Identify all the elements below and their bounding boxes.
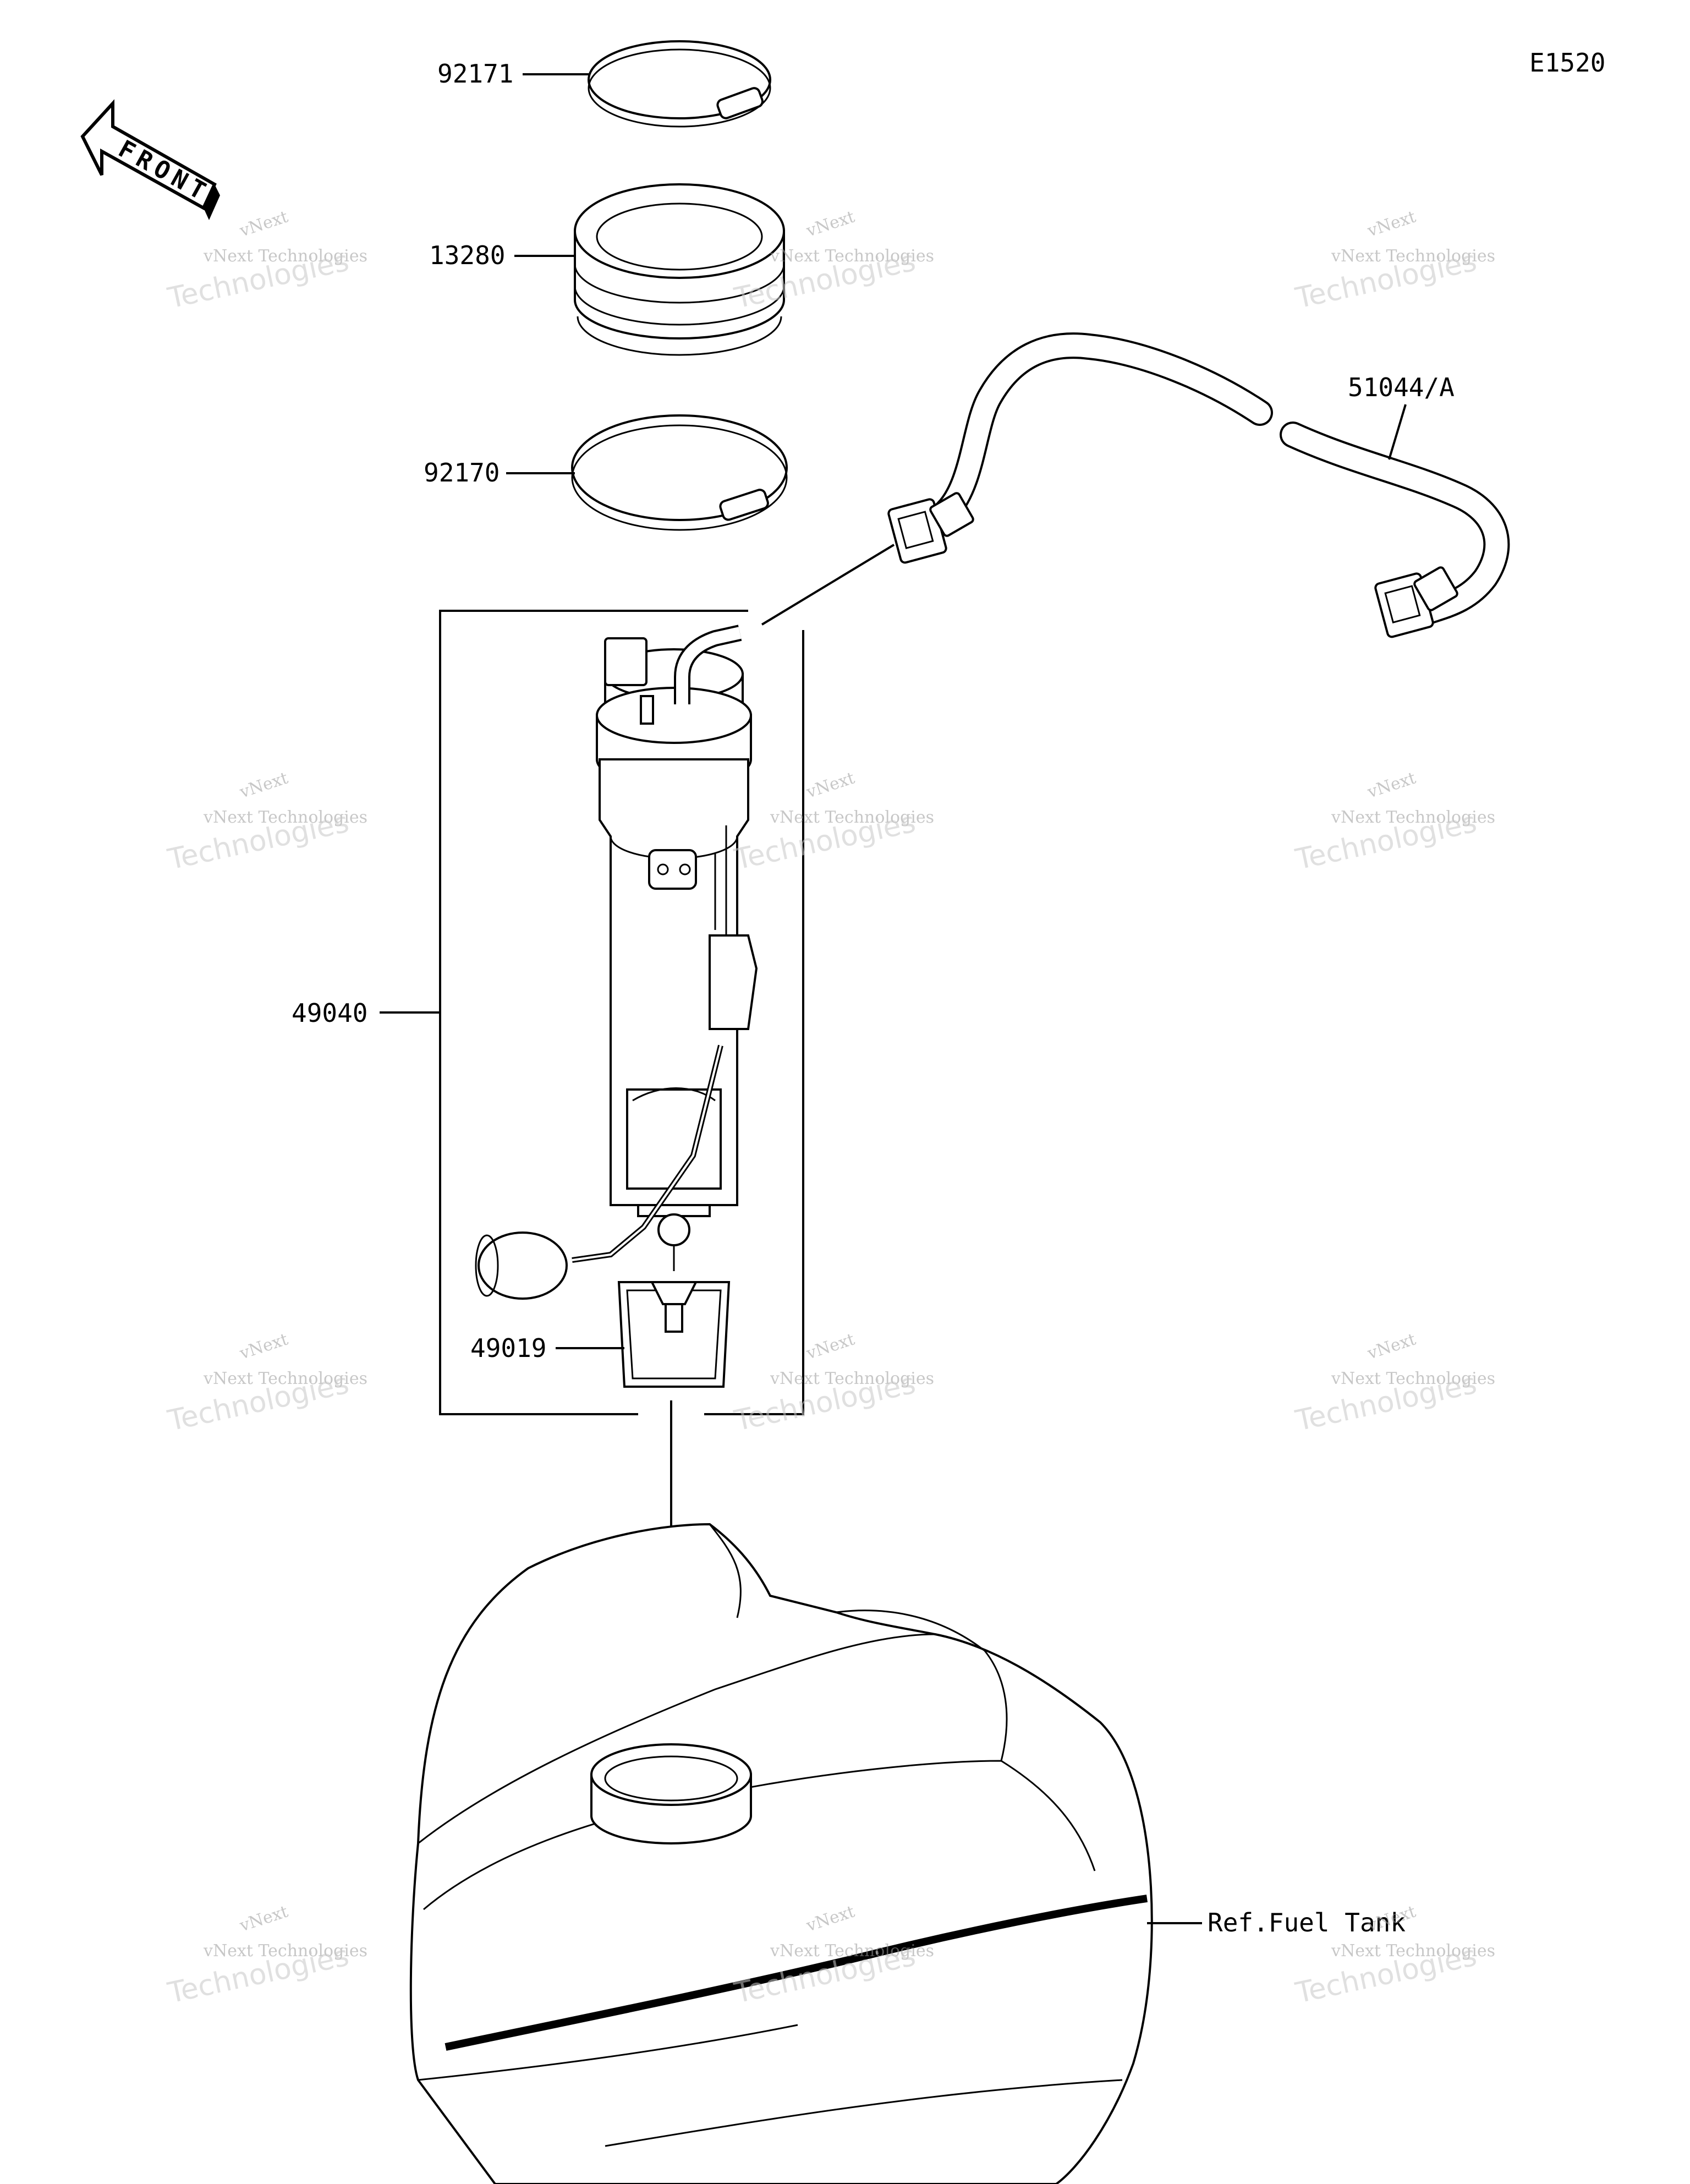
svg-text:vNext Technologies: vNext Technologies [1331,1941,1495,1961]
svg-text:vNext Technologies: vNext Technologies [1331,1369,1495,1388]
front-arrow-label: FRONT [114,135,215,208]
fuel-hose-part [887,332,1510,638]
svg-text:vNext Technologies: vNext Technologies [770,1369,934,1388]
front-arrow-icon: FRONT [80,99,220,220]
watermark-10: vNext vNext Technologies Technologies [164,1902,367,2010]
watermark-3: vNext vNext Technologies Technologies [1292,207,1495,315]
svg-text:vNext: vNext [237,207,290,241]
watermark-1: vNext vNext Technologies Technologies [164,207,367,315]
label-51044: 51044/A [1348,373,1455,402]
svg-text:vNext: vNext [1365,769,1418,802]
assembly-bracket-right [704,630,804,1415]
label-49019: 49019 [470,1333,546,1363]
label-13280: 13280 [429,240,505,270]
svg-text:vNext: vNext [804,1330,857,1364]
label-92171: 92171 [437,59,513,89]
svg-text:vNext Technologies: vNext Technologies [1331,247,1495,266]
leader-line-pump-to-hose [761,544,895,626]
leader-line-51044 [1388,404,1407,460]
svg-text:vNext: vNext [237,1902,290,1936]
svg-text:vNext Technologies: vNext Technologies [770,247,934,266]
label-49040: 49040 [292,998,367,1028]
fuel-tank-part [409,1523,1153,2184]
svg-text:vNext: vNext [237,1330,290,1364]
label-fuel-tank: Ref.Fuel Tank [1208,1908,1406,1937]
diagram-code: E1520 [1529,48,1605,78]
svg-text:vNext Technologies: vNext Technologies [203,247,367,266]
watermark-6: vNext vNext Technologies Technologies [1292,769,1495,877]
clamp-lower-part [571,414,788,531]
watermark-9: vNext vNext Technologies Technologies [1292,1330,1495,1438]
svg-text:vNext: vNext [237,769,290,802]
svg-text:vNext Technologies: vNext Technologies [203,808,367,827]
svg-text:vNext Technologies: vNext Technologies [770,808,934,827]
watermark-4: vNext vNext Technologies Technologies [164,769,367,877]
svg-text:vNext Technologies: vNext Technologies [1331,808,1495,827]
label-92170: 92170 [424,458,500,488]
fuel-filter-part [617,1281,731,1388]
fuel-pump-part [475,625,758,1300]
svg-text:vNext Technologies: vNext Technologies [203,1941,367,1961]
svg-text:vNext: vNext [1365,207,1418,241]
clamp-upper-part [588,40,771,128]
watermark-7: vNext vNext Technologies Technologies [164,1330,367,1438]
seal-part [574,183,785,356]
svg-text:vNext: vNext [804,207,857,241]
watermark-5: vNext vNext Technologies Technologies [731,769,934,877]
svg-text:vNext: vNext [804,769,857,802]
svg-text:vNext Technologies: vNext Technologies [203,1369,367,1388]
watermark-8: vNext vNext Technologies Technologies [731,1330,934,1438]
svg-text:vNext Technologies: vNext Technologies [770,1941,934,1961]
svg-text:vNext: vNext [1365,1330,1418,1364]
